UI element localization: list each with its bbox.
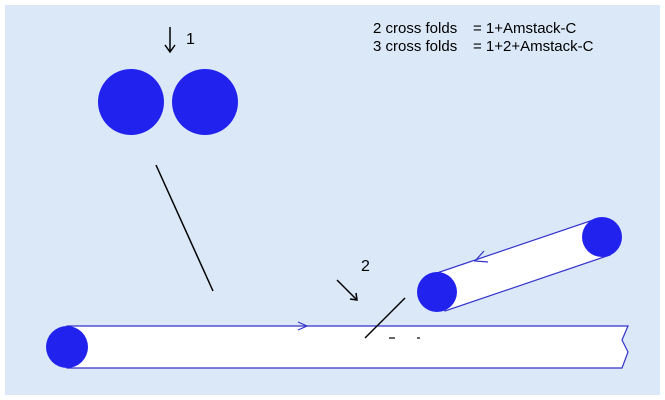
legend-fold-count: 3 cross folds [373, 38, 458, 55]
cut-line-2 [364, 297, 406, 339]
upper-web-roller-right [582, 217, 622, 257]
legend-formula: = 1+2+Amstack-C [473, 38, 594, 55]
legend-fold-count: 2 cross folds [373, 20, 458, 37]
upper-web-roller-left [417, 272, 457, 312]
fold-2-arrow-icon [336, 279, 358, 301]
legend-row: 3 cross folds = 1+2+Amstack-C [373, 38, 593, 56]
fold-roller-left [98, 69, 164, 135]
upper-web-arrow [473, 250, 489, 263]
main-web-arrow [297, 321, 309, 331]
legend-formula: = 1+Amstack-C [473, 20, 577, 37]
cut-line-1 [155, 164, 214, 292]
main-web-roller [46, 326, 88, 368]
fold-2-label: 2 [361, 258, 370, 275]
fold-roller-right [172, 69, 238, 135]
fold-1-label: 1 [186, 31, 195, 48]
fold-legend: 2 cross folds = 1+Amstack-C 3 cross folds… [373, 20, 593, 56]
legend-row: 2 cross folds = 1+Amstack-C [373, 20, 593, 38]
main-web [66, 325, 629, 369]
fold-1-arrow-icon [164, 27, 176, 54]
